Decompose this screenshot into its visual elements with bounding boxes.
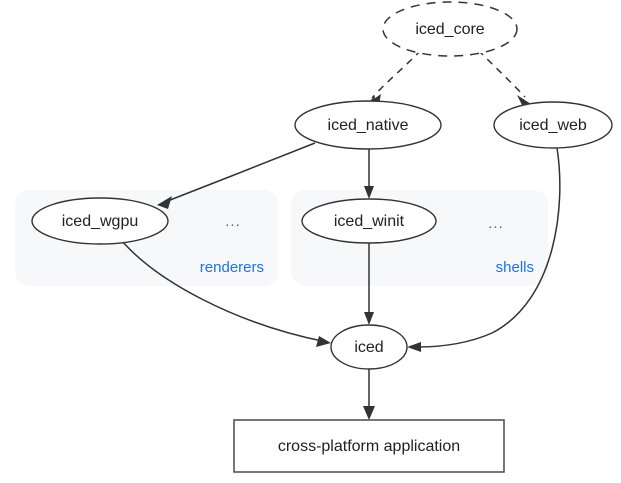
- edge-iced-core-to-iced-native: [367, 49, 422, 105]
- node-iced-web[interactable]: iced_web: [493, 101, 613, 149]
- edge-iced-core-to-iced-web: [477, 49, 531, 105]
- iced-web-label: iced_web: [519, 117, 587, 134]
- shells-group-label: shells: [496, 259, 534, 276]
- edge-iced-wgpu-to-iced: [121, 240, 331, 347]
- iced-core-ellipse[interactable]: [382, 1, 518, 57]
- application-rect[interactable]: [233, 419, 505, 473]
- iced-wgpu-label: iced_wgpu: [62, 213, 139, 230]
- iced-label: iced: [354, 339, 383, 356]
- renderers-group-label: renderers: [200, 259, 264, 276]
- edge-iced-web-to-iced: [407, 147, 561, 352]
- edge-iced-native-to-iced-winit: [364, 149, 374, 199]
- node-iced-native[interactable]: iced_native: [294, 100, 442, 150]
- node-iced-core[interactable]: iced_core: [382, 1, 518, 57]
- iced-native-label: iced_native: [328, 117, 409, 134]
- edge-iced-winit-to-iced: [364, 243, 374, 325]
- iced-winit-label: iced_winit: [334, 213, 405, 230]
- iced-web-ellipse[interactable]: [493, 101, 613, 149]
- node-iced-winit[interactable]: iced_winit: [301, 198, 437, 244]
- edge-iced-native-to-iced-wgpu: [157, 142, 316, 209]
- renderers-ellipsis: ...: [225, 213, 241, 230]
- arrowhead: [407, 342, 421, 352]
- arrowhead: [363, 406, 375, 420]
- shells-ellipsis: ...: [488, 215, 504, 232]
- edge-path: [371, 49, 422, 99]
- edge-path: [164, 142, 316, 203]
- arrowhead: [316, 336, 331, 347]
- iced-core-label: iced_core: [415, 21, 484, 38]
- application-label: cross-platform application: [278, 438, 460, 455]
- arrowhead: [517, 95, 531, 105]
- node-iced-wgpu[interactable]: iced_wgpu: [31, 197, 169, 245]
- edge-iced-to-application: [363, 369, 375, 420]
- arrowhead: [157, 196, 172, 209]
- iced-wgpu-ellipse[interactable]: [31, 197, 169, 245]
- node-iced[interactable]: iced: [330, 324, 408, 370]
- arrowhead: [364, 312, 374, 325]
- edge-path: [121, 240, 323, 342]
- edge-path: [477, 49, 526, 98]
- node-cross-platform-application[interactable]: cross-platform application: [233, 419, 505, 473]
- iced-winit-ellipse[interactable]: [301, 198, 437, 244]
- iced-native-ellipse[interactable]: [294, 100, 442, 150]
- arrowhead: [364, 186, 374, 199]
- iced-ellipse[interactable]: [330, 324, 408, 370]
- edge-path: [416, 147, 561, 348]
